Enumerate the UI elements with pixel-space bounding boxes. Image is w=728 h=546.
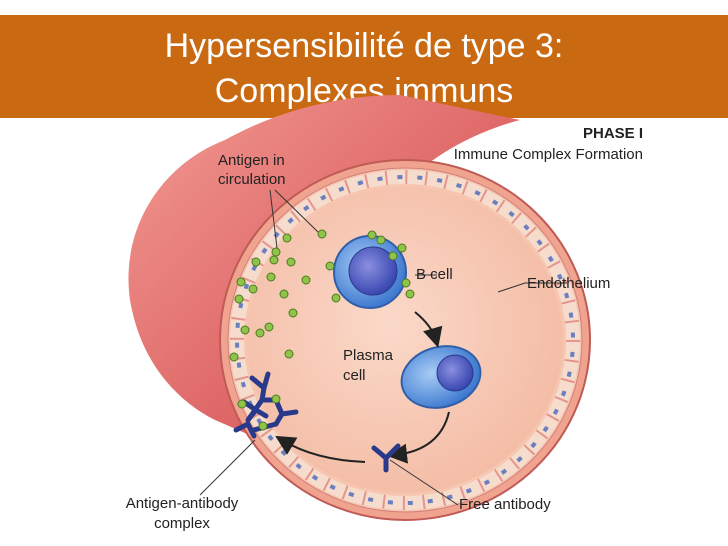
plasma-cell: [400, 345, 482, 409]
phase-label: PHASE I: [583, 125, 643, 142]
b-cell: [333, 235, 407, 309]
page-title: Hypersensibilité de type 3: Complexes im…: [0, 24, 728, 114]
plasma-cell-label-line2: cell: [343, 367, 366, 384]
antigen-label-line2: circulation: [218, 171, 286, 188]
arrow-b-to-plasma: [414, 311, 443, 348]
plasma-cell-label-line1: Plasma: [343, 347, 394, 364]
endothelium-cell-borders: [230, 170, 580, 510]
endothelium-label: Endothelium: [527, 275, 610, 292]
antigen-antibody-complex: [233, 371, 299, 439]
complex-label-line2: complex: [154, 515, 210, 532]
antigen-particles: [229, 229, 327, 362]
vessel-lumen: [247, 187, 563, 493]
phase-subtitle: Immune Complex Formation: [454, 146, 643, 163]
arrow-antibody-to-complex: [275, 435, 366, 463]
free-antibody-label: Free antibody: [459, 496, 551, 513]
b-cell-label: B cell: [416, 266, 453, 283]
title-line-1: Hypersensibilité de type 3:: [164, 27, 564, 65]
free-antibody: [371, 443, 401, 473]
complex-label-line1: Antigen-antibody: [126, 495, 239, 512]
b-cell-receptors: [325, 230, 415, 303]
arrow-plasma-to-antibody: [387, 411, 450, 464]
antigen-label-line1: Antigen in: [218, 152, 285, 169]
leader-lines: [199, 189, 567, 506]
